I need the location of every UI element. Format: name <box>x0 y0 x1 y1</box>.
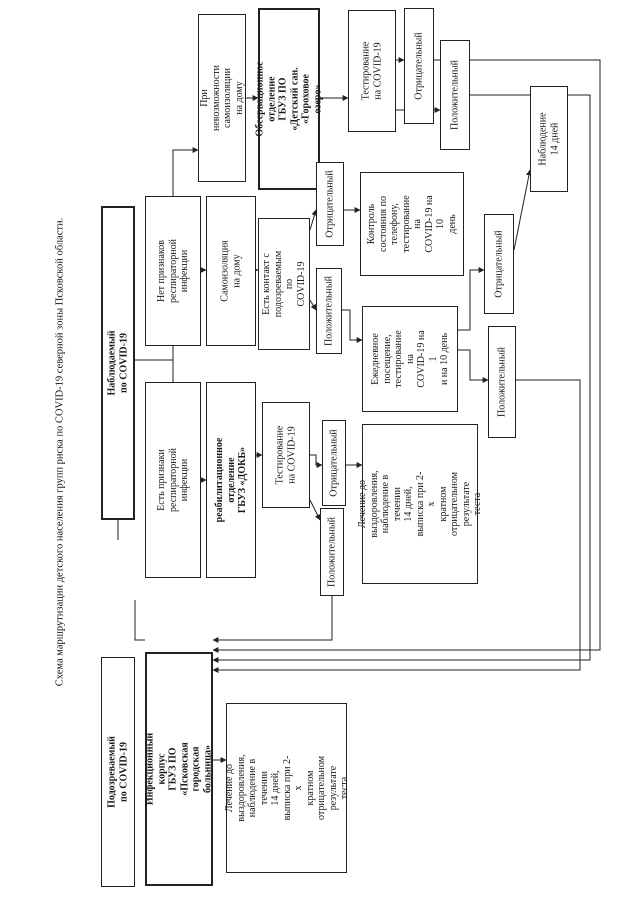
connector-18 <box>342 309 363 343</box>
home-isolation-box: Самоизоляция на дому <box>206 196 256 346</box>
result-pos-contact: Положительный <box>316 268 342 354</box>
observed-box: Наблюдаемый по COVID-19 <box>101 206 135 520</box>
connector-14 <box>309 209 318 231</box>
connector-13 <box>309 299 317 311</box>
result-neg-daily: Отрицательный <box>484 214 514 314</box>
home-impossible-box: При невозможности самоизоляции на дому <box>198 14 246 182</box>
resp-no-box: Нет признаков респираторной инфекции <box>145 196 201 346</box>
connector-21 <box>458 267 485 331</box>
result-pos-rehab: Положительный <box>320 508 344 596</box>
connector-22 <box>513 169 532 251</box>
result-pos-sanatorium: Положительный <box>440 40 470 150</box>
contact-box: Есть контакт с подозреваемым по COVID-19 <box>258 218 310 350</box>
test-sanatorium-box: Тестирование на COVID-19 <box>348 10 396 132</box>
page-title: Схема маршрутизации детского населения г… <box>54 217 66 687</box>
connector-27 <box>134 600 145 641</box>
observation-14-box: Наблюдение 14 дней <box>530 86 568 192</box>
connector-23 <box>212 59 601 653</box>
infectious-box: Инфекционный корпус ГБУЗ ПО «Псковская г… <box>145 652 213 886</box>
connector-12 <box>309 499 321 521</box>
test-rehab-box: Тестирование на COVID-19 <box>262 402 310 508</box>
result-neg-rehab: Отрицательный <box>322 420 346 506</box>
connector-11 <box>310 454 323 468</box>
connector-6 <box>172 147 199 196</box>
rehab-box: реабилитационное отделение ГБУЗ «ДОКБ» <box>206 382 256 578</box>
connector-20 <box>458 349 489 383</box>
connector-25 <box>212 379 581 673</box>
connector-26 <box>212 596 333 643</box>
result-neg-sanatorium: Отрицательный <box>404 8 434 124</box>
resp-yes-box: Есть признаки респираторной инфекции <box>145 382 201 578</box>
suspected-box: Подозреваемый по COVID-19 <box>101 657 135 887</box>
result-pos-daily: Положительный <box>488 326 516 438</box>
phone-control-box: Контроль состояния по телефону, тестиров… <box>360 172 464 276</box>
sanatorium-box: Обсервационное отделение ГБУЗ ПО «Детски… <box>255 8 323 190</box>
infectious-treatment-box: Лечение до выздоровления, наблюдение в т… <box>223 703 349 873</box>
result-neg-contact: Отрицательный <box>316 162 344 246</box>
daily-visit-box: Ежедневное посещение, тестирование на CO… <box>362 306 458 412</box>
treatment-rehab-box: Лечение до выздоровления, наблюдение в т… <box>357 424 483 584</box>
